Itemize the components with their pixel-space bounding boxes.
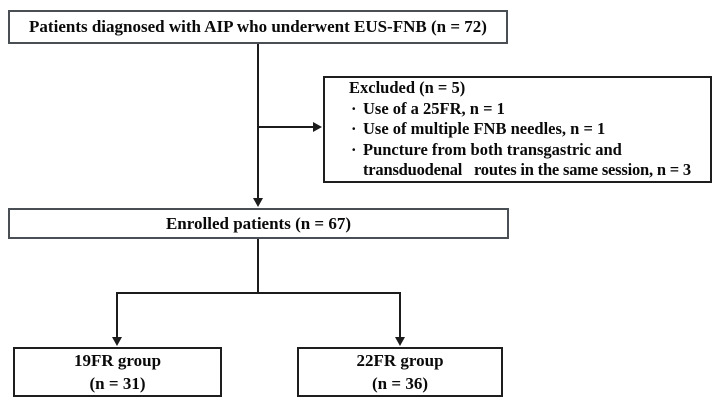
connector-top-to-enrolled <box>257 44 259 199</box>
box-excluded: Excluded (n = 5) · Use of a 25FR, n = 1 … <box>323 76 712 183</box>
excluded-heading: Excluded (n = 5) <box>349 78 466 98</box>
box-patients-diagnosed: Patients diagnosed with AIP who underwen… <box>8 10 508 44</box>
connector-branch-to-19fr <box>116 292 118 338</box>
box-patients-diagnosed-label: Patients diagnosed with AIP who underwen… <box>29 17 487 36</box>
box-22fr-group-name: 22FR group <box>356 351 444 370</box>
box-19fr-group-name: 19FR group <box>73 351 162 370</box>
excluded-item-text: Use of multiple FNB needles, n = 1 <box>363 119 606 139</box>
box-22fr-group-count: (n = 36) <box>372 374 428 393</box>
excluded-item-text: Puncture from both transgastric and <box>363 139 622 159</box>
connector-to-excluded <box>258 126 314 128</box>
excluded-item-text: Use of a 25FR, n = 1 <box>363 98 505 118</box>
arrowhead-into-22fr-icon <box>395 337 405 346</box>
arrowhead-into-19fr-icon <box>112 337 122 346</box>
excluded-item: · Use of multiple FNB needles, n = 1 <box>325 119 710 140</box>
connector-branch-to-22fr <box>399 292 401 338</box>
bullet-icon: · <box>351 119 357 139</box>
box-22fr-group: 22FR group (n = 36) <box>297 347 503 397</box>
excluded-item-continuation: transduodenal routes in the same session… <box>363 160 691 180</box>
box-enrolled-patients: Enrolled patients (n = 67) <box>8 208 509 239</box>
connector-enrolled-to-branch <box>257 239 259 294</box>
bullet-icon: · <box>351 98 357 118</box>
arrowhead-into-excluded-icon <box>313 122 322 132</box>
connector-branch-horizontal <box>116 292 401 294</box>
excluded-item: · Puncture from both transgastric and <box>325 140 710 161</box>
arrowhead-into-enrolled-icon <box>253 198 263 207</box>
box-enrolled-patients-label: Enrolled patients (n = 67) <box>165 213 352 233</box>
bullet-icon: · <box>351 139 357 159</box>
box-19fr-group: 19FR group (n = 31) <box>13 347 222 397</box>
box-19fr-group-count: (n = 31) <box>89 374 146 393</box>
excluded-item: · Use of a 25FR, n = 1 <box>325 99 710 120</box>
